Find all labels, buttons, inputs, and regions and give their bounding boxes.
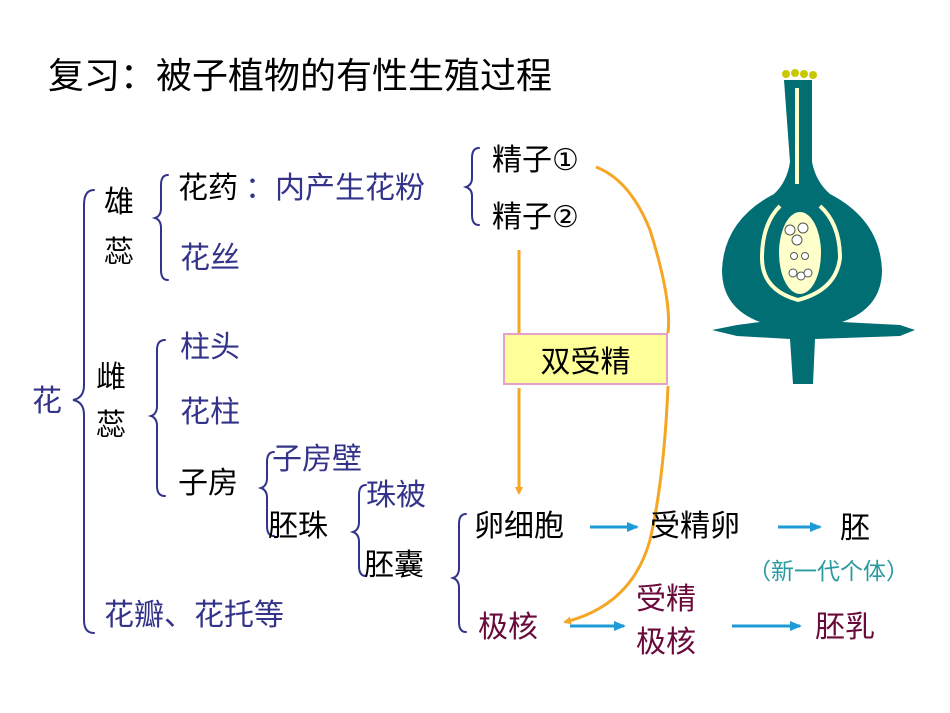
brace-flower bbox=[72, 189, 95, 634]
page-title: 复习：被子植物的有性生殖过程 bbox=[48, 56, 553, 97]
fertilized-polar-label-2: 极核 bbox=[636, 625, 696, 660]
anther-desc: ：内产生花粉 bbox=[245, 171, 425, 206]
new-generation-note: （新一代个体） bbox=[748, 559, 909, 585]
fertilized-polar-label-1: 受精 bbox=[636, 582, 696, 617]
sperm-1-label: 精子① bbox=[492, 143, 579, 178]
double-fertilization-box: 双受精 bbox=[503, 333, 668, 385]
embryo-label: 胚 bbox=[840, 511, 870, 546]
brace-sac bbox=[449, 513, 467, 633]
integument-label: 珠被 bbox=[366, 478, 426, 513]
embryo-sac-label: 胚囊 bbox=[364, 548, 424, 583]
flower-label: 花 bbox=[32, 384, 62, 419]
sperm-2-label: 精子② bbox=[492, 200, 579, 235]
stigma-label: 柱头 bbox=[180, 330, 240, 365]
brace-ovule bbox=[349, 484, 367, 577]
brace-pistil bbox=[147, 339, 166, 497]
zygote-label: 受精卵 bbox=[650, 509, 740, 544]
stamen-label-2: 蕊 bbox=[104, 235, 134, 270]
pistil-label-2: 蕊 bbox=[96, 408, 126, 443]
stamen-label-1: 雄 bbox=[104, 185, 134, 220]
ovule-label: 胚珠 bbox=[268, 509, 328, 544]
polar-nuclei-label: 极核 bbox=[478, 610, 538, 645]
ovary-label: 子房 bbox=[178, 466, 238, 501]
arrow-sperm1-to-polar bbox=[595, 165, 671, 334]
brace-sperm bbox=[462, 147, 480, 226]
other-parts-label: 花瓣、花托等 bbox=[104, 598, 284, 633]
endosperm-label: 胚乳 bbox=[815, 610, 875, 645]
pistil-illustration bbox=[712, 69, 915, 384]
ovary-wall-label: 子房壁 bbox=[272, 442, 362, 477]
egg-cell-label: 卵细胞 bbox=[474, 509, 564, 544]
pistil-label-1: 雌 bbox=[96, 360, 126, 395]
style-label: 花柱 bbox=[180, 395, 240, 430]
brace-stamen bbox=[151, 174, 169, 281]
filament-label: 花丝 bbox=[180, 241, 240, 276]
anther-label: 花药 bbox=[178, 171, 238, 206]
brace-ovary bbox=[257, 451, 275, 537]
